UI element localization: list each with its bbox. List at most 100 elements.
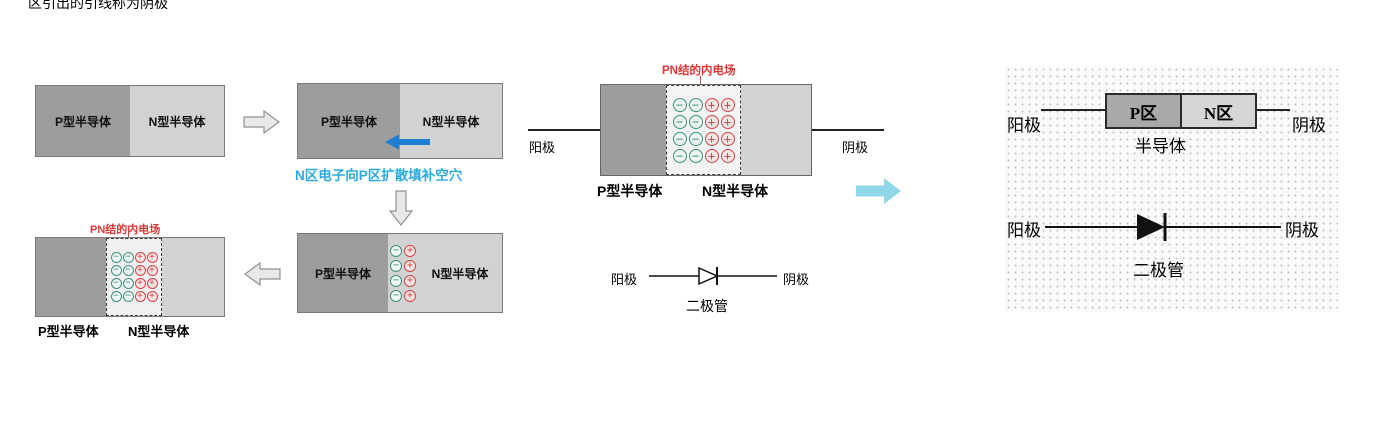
- flow-arrow-left-shape: [243, 261, 281, 287]
- panel-pn-blocks: P型半导体 N型半导体: [35, 85, 225, 157]
- plus-charge-icon: +: [704, 97, 719, 112]
- charge-grid: − − + + − − + + − − + + − −: [672, 97, 735, 163]
- plus-charge-icon: +: [146, 291, 158, 302]
- diffusion-caption: N区电子向P区扩散填补空穴: [295, 168, 463, 183]
- charge-row: − +: [390, 244, 416, 257]
- pn-field-caption: PN结的内电场: [662, 65, 736, 77]
- transition-arrow-shape: [856, 178, 901, 204]
- n-region: N型半导体: [418, 234, 502, 312]
- flow-arrow-right-shape: [243, 109, 281, 135]
- p-region: P型半导体: [298, 234, 388, 312]
- minus-charge-icon: −: [688, 114, 703, 129]
- p-type-label: P型半导体: [38, 324, 99, 339]
- plus-charge-icon: +: [704, 114, 719, 129]
- plus-charge-icon: +: [146, 265, 158, 276]
- diode-symbol-icon: [1045, 213, 1281, 241]
- p-type-label: P型半导体: [320, 114, 377, 129]
- minus-charge-icon: −: [122, 252, 134, 263]
- n-type-label: N型半导体: [148, 114, 206, 129]
- charge-row: − +: [390, 274, 416, 287]
- p-region: P型半导体: [298, 84, 400, 158]
- flow-arrow-down-shape: [388, 190, 414, 226]
- charge-row: − − + +: [672, 97, 735, 112]
- minus-charge-icon: −: [122, 278, 134, 289]
- p-type-label: P型半导体: [597, 183, 663, 199]
- n-region: [741, 85, 811, 175]
- diode-triangle: [698, 266, 719, 286]
- charge-row: − +: [390, 289, 416, 302]
- panel-pn-field: − − + + − − + + − − + + − −: [35, 237, 225, 317]
- charge-grid: − + − + − + − +: [390, 244, 416, 302]
- charge-row: − +: [390, 259, 416, 272]
- charge-row: − − + +: [672, 148, 735, 163]
- plus-charge-icon: +: [134, 265, 146, 276]
- minus-charge-icon: −: [390, 289, 402, 302]
- anode-wire: [528, 129, 600, 131]
- minus-charge-icon: −: [688, 97, 703, 112]
- junction-depletion-box: − − + + − − + + − − + + − −: [666, 85, 741, 175]
- minus-charge-icon: −: [110, 265, 122, 276]
- p-type-label: P型半导体: [54, 114, 111, 129]
- n-type-label: N型半导体: [422, 114, 480, 129]
- minus-charge-icon: −: [390, 274, 402, 287]
- pn-field-pointer-line: [128, 232, 129, 237]
- minus-charge-icon: −: [688, 131, 703, 146]
- plus-charge-icon: +: [134, 252, 146, 263]
- n-region-box: N区: [1182, 95, 1255, 127]
- cathode-wire: [812, 129, 884, 131]
- cathode-label: 阴极: [1292, 116, 1326, 135]
- cathode-wire: [1257, 109, 1290, 111]
- n-region: N型半导体: [130, 86, 224, 156]
- flow-arrow-right-icon: [243, 109, 281, 135]
- semiconductor-label: 半导体: [1135, 137, 1186, 156]
- charge-row: − − + +: [672, 131, 735, 146]
- n-region: [162, 238, 224, 316]
- plus-charge-icon: +: [720, 148, 735, 163]
- plus-charge-icon: +: [704, 148, 719, 163]
- charge-row: − − + +: [110, 291, 158, 302]
- transition-arrow-right-icon: [856, 178, 901, 204]
- p-region: [36, 238, 106, 316]
- n-type-label: N型半导体: [431, 266, 489, 281]
- p-region-box: P区: [1107, 95, 1182, 127]
- panel-diffusion: P型半导体 N型半导体: [297, 83, 503, 159]
- diode-triangle: [1137, 214, 1165, 240]
- plus-charge-icon: +: [720, 97, 735, 112]
- anode-label: 阳极: [529, 140, 556, 155]
- minus-charge-icon: −: [110, 278, 122, 289]
- plus-charge-icon: +: [404, 259, 416, 272]
- symbol-summary-block: 阳极 P区 N区 阴极 半导体 阳极 阴极 二极管: [1005, 66, 1338, 312]
- plus-charge-icon: +: [404, 274, 416, 287]
- n-type-label: N型半导体: [702, 183, 769, 199]
- anode-wire: [1041, 109, 1105, 111]
- panel-pn-diode-body: − − + + − − + + − − + + − −: [600, 84, 812, 176]
- minus-charge-icon: −: [672, 114, 687, 129]
- minus-charge-icon: −: [672, 148, 687, 163]
- minus-charge-icon: −: [122, 265, 134, 276]
- minus-charge-icon: −: [688, 148, 703, 163]
- anode-label: 阳极: [611, 272, 638, 287]
- flow-arrow-left-icon: [243, 261, 281, 287]
- charge-row: − − + +: [110, 265, 158, 276]
- plus-charge-icon: +: [404, 289, 416, 302]
- junction-depletion-box: − − + + − − + + − − + + − −: [106, 238, 162, 316]
- minus-charge-icon: −: [110, 291, 122, 302]
- pn-field-caption: PN结的内电场: [90, 224, 161, 236]
- cathode-label: 阴极: [842, 140, 869, 155]
- plus-charge-icon: +: [404, 244, 416, 257]
- plus-charge-icon: +: [146, 278, 158, 289]
- anode-label: 阳极: [1007, 221, 1041, 240]
- junction-strip: − + − + − + − +: [388, 234, 418, 312]
- minus-charge-icon: −: [122, 291, 134, 302]
- plus-charge-icon: +: [134, 278, 146, 289]
- minus-charge-icon: −: [390, 259, 402, 272]
- electron-flow-arrow-shape: [385, 134, 430, 150]
- cathode-label: 阴极: [783, 272, 810, 287]
- p-region-label: P区: [1129, 103, 1158, 123]
- anode-label: 阳极: [1007, 116, 1041, 135]
- diode-label: 二极管: [686, 300, 728, 315]
- pn-body-box: P区 N区: [1105, 93, 1257, 129]
- p-region: [601, 85, 666, 175]
- plus-charge-icon: +: [720, 131, 735, 146]
